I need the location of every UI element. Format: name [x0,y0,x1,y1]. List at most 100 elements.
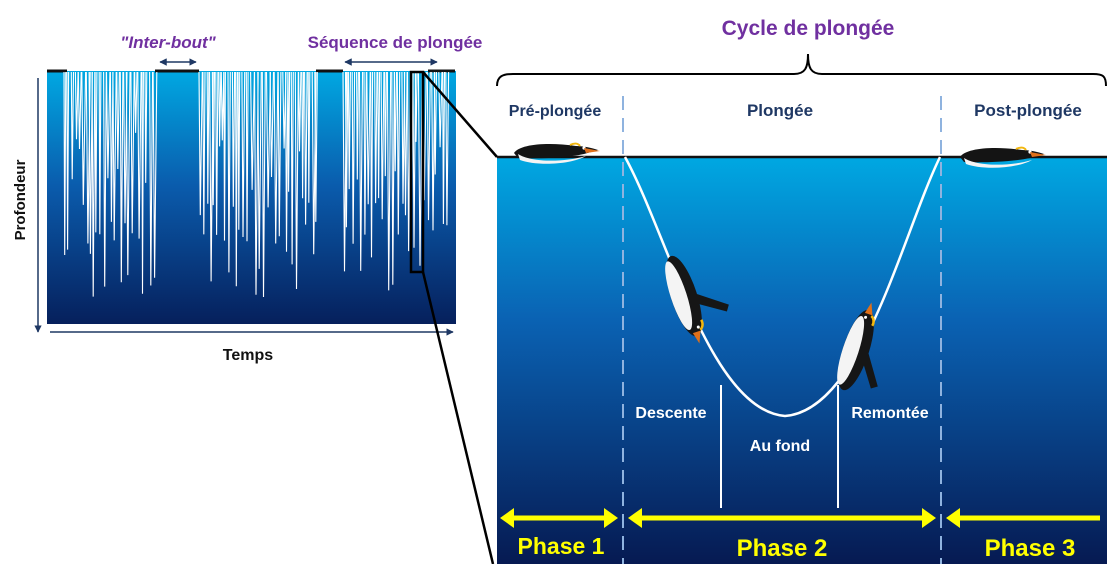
dive-trace [119,71,124,283]
dive-trace [386,71,392,291]
dive-trace [149,71,154,286]
dive-trace [414,71,418,142]
dive-trace [77,71,82,150]
dive-trace [290,71,294,265]
dive-trace [380,71,385,220]
dive-trace [358,71,364,271]
dive-label: Plongée [747,101,813,120]
dive-trace [438,71,443,148]
dive-trace [152,71,158,278]
dive-sequence-label: Séquence de plongée [308,33,483,52]
dive-trace [401,71,406,204]
dive-trace [91,71,96,297]
dive-trace [433,71,438,175]
dive-trace [412,71,417,248]
dive-trace [250,71,255,190]
dive-trace [215,71,219,235]
dive-trace [253,71,259,295]
dive-trace [211,71,216,206]
post-dive-label: Post-plongée [974,101,1082,120]
dive-trace [202,71,206,235]
phase2-arrow-head-left [628,508,642,528]
dive-trace [351,71,356,244]
dive-trace [417,71,423,266]
dive-trace [374,71,378,204]
dive-trace [403,71,408,216]
dive-trace [442,71,446,225]
dive-trace [94,71,98,233]
dive-trace [237,71,241,230]
dive-profile-panel: Profondeur Temps "Inter-bout" Séquence d… [12,33,482,364]
dive-trace [307,71,311,203]
dive-trace [245,71,249,242]
dive-trace [81,71,87,205]
dive-trace [304,71,308,225]
dive-trace [218,71,222,147]
phase2-label: Phase 2 [737,535,828,562]
dive-trace [109,71,114,222]
pre-dive-label: Pré-plongée [509,103,602,120]
dive-trace [231,71,236,207]
dive-trace [277,71,282,237]
phase1-arrow-head-left [500,508,514,528]
dive-trace [384,71,387,177]
dive-trace [206,71,210,204]
dive-trace [241,71,246,238]
dive-trace [130,71,135,234]
dive-trace [445,71,450,226]
zoom-selection-box [409,70,425,274]
dive-cycle-panel: Cycle de plongée Pré-plongée Plongée Pos… [496,17,1107,564]
dive-trace [356,71,359,180]
dive-trace [144,71,148,183]
dive-trace [220,71,225,141]
dive-trace [116,71,120,170]
dive-trace [70,71,75,180]
dive-trace [269,71,275,178]
dive-trace [261,71,266,298]
dive-traces [63,71,450,298]
dive-trace [125,71,131,276]
dive-trace [223,71,226,241]
dive-trace [227,71,231,273]
descent-label: Descente [635,405,706,422]
dive-trace [396,71,401,235]
dive-trace [294,71,299,290]
dive-trace [112,71,117,241]
dive-trace [344,71,349,228]
penguin-icon [665,255,729,344]
dive-trace [431,71,436,231]
phase1-label: Phase 1 [518,533,605,559]
dive-trace [88,71,93,254]
dive-trace [370,71,374,258]
dive-trace [287,71,291,192]
dive-trace [377,71,381,199]
dive-trace [137,71,142,239]
zoom-connector-bottom [421,271,495,565]
dive-trace [366,71,371,205]
inter-bout-label: "Inter-bout" [120,33,216,52]
dive-trace [426,71,431,221]
dive-trace [66,71,70,250]
water-cycle-background [497,157,1107,564]
dive-trace [314,71,318,222]
dive-trace [347,71,351,190]
dive-trace [391,71,395,285]
dive-trace [363,71,367,235]
dive-trace [198,71,203,216]
zoom-connector-top [422,71,498,158]
cycle-brace [496,53,1107,87]
dive-trace [393,71,398,172]
dive-trace [98,71,102,235]
bottom-label: Au fond [750,438,810,455]
ascent-label: Remontée [851,405,928,422]
dive-trace [298,71,302,152]
phase2-arrow-head-right [922,508,936,528]
cycle-title: Cycle de plongée [722,17,895,40]
dive-trace [273,71,279,244]
x-axis-label: Temps [223,347,273,364]
phase3-arrow-head-left [946,508,960,528]
dive-trace [141,71,144,294]
dive-trace [265,71,271,208]
dive-trace [285,71,289,252]
